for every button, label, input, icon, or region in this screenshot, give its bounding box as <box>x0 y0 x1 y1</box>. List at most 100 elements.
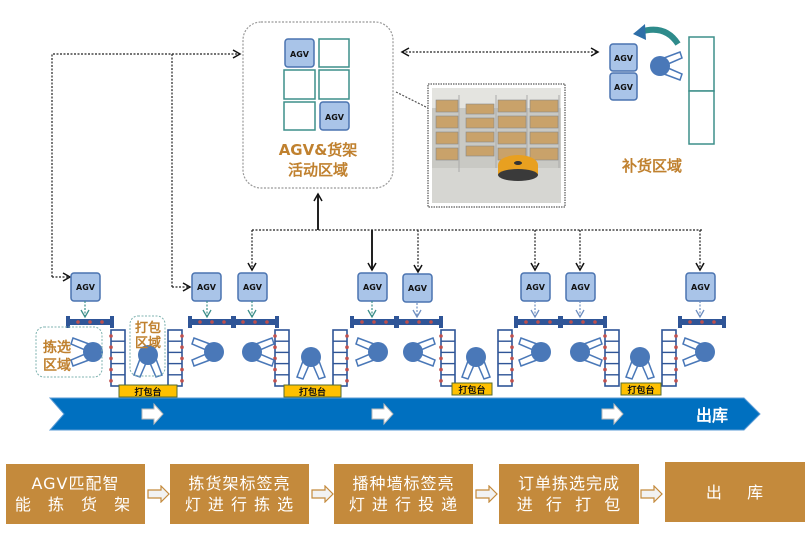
process-step-3: 播种墙标签亮 灯 进 行 投 递 <box>334 464 473 524</box>
indicator-light <box>510 334 514 338</box>
agv-tile <box>609 72 638 101</box>
packing-table-label: 打包台 <box>627 384 654 396</box>
step-text: 灯 进 行 投 递 <box>348 495 459 514</box>
pick-rack <box>110 329 126 387</box>
step-text: 拣货架标签亮 <box>188 474 291 493</box>
worker-icon <box>133 345 163 378</box>
process-step-1: AGV匹配智 能 拣 货 架 <box>6 464 145 524</box>
worker-icon <box>296 347 326 380</box>
shelf-tile <box>318 69 350 100</box>
indicator-light <box>603 379 607 383</box>
indicator-light <box>712 320 716 324</box>
packing-table-label: 打包台 <box>458 384 485 396</box>
indicator-light <box>439 367 443 372</box>
step-text: 进 行 打 包 <box>516 495 622 514</box>
pick-rack <box>440 329 456 387</box>
indicator-light <box>439 379 443 383</box>
worker-icon <box>403 337 436 367</box>
indicator-light <box>109 345 113 350</box>
agv-text: AGV <box>290 50 310 59</box>
shelf-tile <box>688 90 715 145</box>
indicator-light <box>345 356 349 361</box>
process-step-2: 拣货架标签亮 灯 进 行 拣 选 <box>170 464 309 524</box>
step-text: 灯 进 行 拣 选 <box>184 495 295 514</box>
agv-unit <box>402 273 433 303</box>
worker-icon <box>355 337 388 367</box>
packing-table <box>118 384 178 398</box>
agv-text: AGV <box>571 283 591 292</box>
agv-text: AGV <box>243 283 263 292</box>
indicator-light <box>180 367 184 372</box>
indicator-light <box>548 320 552 324</box>
indicator-light <box>273 345 277 350</box>
step-text: 订单拣选完成 <box>517 474 620 493</box>
agv-text: AGV <box>76 283 96 292</box>
agv-text: AGV <box>363 283 383 292</box>
indicator-light <box>273 379 277 383</box>
indicator-light <box>198 320 202 324</box>
worker-icon <box>191 337 224 367</box>
indicator-light <box>593 320 597 324</box>
indicator-light <box>603 367 607 372</box>
step-arrow-icon <box>311 485 334 503</box>
packing-table-label: 打包台 <box>134 386 161 398</box>
worker-icon <box>242 337 275 367</box>
packing-table <box>283 384 342 398</box>
indicator-light <box>536 320 540 324</box>
worker-icon <box>682 337 715 367</box>
step-text: 能 拣 货 架 <box>14 495 137 514</box>
indicator-light <box>439 334 443 338</box>
indicator-light <box>674 379 678 383</box>
indicator-light <box>100 320 104 324</box>
indicator-light <box>273 334 277 338</box>
indicator-light <box>345 345 349 350</box>
photo-connector <box>395 91 429 109</box>
conveyor-arrow-icon <box>371 402 394 426</box>
indicator-light <box>510 345 514 350</box>
agv-text: AGV <box>691 283 711 292</box>
step-text: 播种墙标签亮 <box>352 474 455 493</box>
picking-zone-label-2: 区域 <box>43 357 71 374</box>
pick-rack <box>497 329 513 387</box>
indicator-light <box>674 345 678 350</box>
packing-table <box>620 382 662 396</box>
indicator-light <box>384 320 388 324</box>
agv-text: AGV <box>197 283 217 292</box>
agv-text: AGV <box>408 284 428 293</box>
indicator-light <box>360 320 364 324</box>
indicator-light <box>569 320 573 324</box>
svg-text:AGV: AGV <box>614 83 634 92</box>
indicator-light <box>222 320 226 324</box>
shelf-tile <box>283 69 316 100</box>
shelf-tile <box>688 36 715 92</box>
indicator-light <box>253 320 257 324</box>
indicator-light <box>109 356 113 361</box>
agv-tile <box>609 43 638 72</box>
step-arrow-icon <box>147 485 170 503</box>
indicator-light <box>76 320 80 324</box>
indicator-light <box>674 367 678 372</box>
indicator-light <box>180 345 184 350</box>
pick-rack <box>661 329 677 387</box>
indicator-light <box>417 320 421 324</box>
indicator-light <box>603 345 607 350</box>
conveyor-arrow-icon <box>601 402 624 426</box>
indicator-light <box>700 320 704 324</box>
indicator-light <box>674 356 678 361</box>
indicator-light <box>345 334 349 338</box>
worker-icon <box>570 337 603 367</box>
indicator-light <box>345 379 349 383</box>
replenish-zone: AGV AGV 补货区域 <box>609 24 715 175</box>
step-arrow-icon <box>475 485 498 503</box>
indicator-light <box>510 367 514 372</box>
indicator-light <box>674 334 678 338</box>
agv-text: AGV <box>526 283 546 292</box>
packing-table-label: 打包台 <box>299 386 326 398</box>
indicator-light <box>688 320 692 324</box>
conveyor-arrow-icon <box>141 402 164 426</box>
indicator-light <box>405 320 409 324</box>
agv-tile <box>319 101 350 131</box>
indicator-light <box>109 334 113 338</box>
indicator-light <box>510 379 514 383</box>
